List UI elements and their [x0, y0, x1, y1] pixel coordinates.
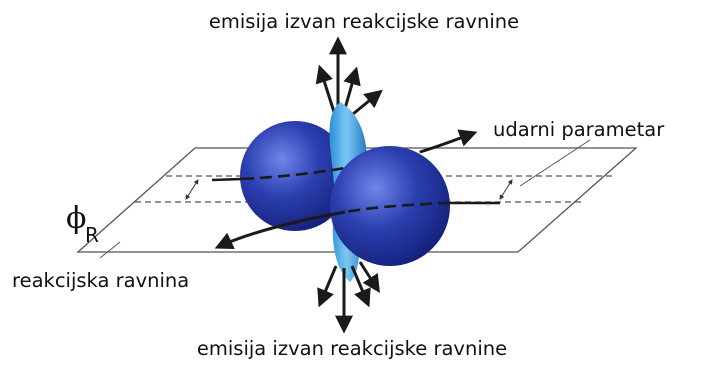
impact-parameter-arrow-left: [185, 179, 199, 200]
reaction-plane-leader-line: [99, 241, 121, 259]
trajectory-right-dashed: [344, 201, 451, 214]
trajectory-left-solid: [211, 177, 243, 182]
top-emission-label: emisija izvan reakcijske ravnine: [209, 10, 519, 33]
trajectory-left-dashed: [241, 150, 421, 181]
phi-subscript: R: [85, 223, 99, 247]
nucleus-left: [240, 121, 350, 231]
impact-parameter-arrow-right: [499, 179, 513, 200]
impact-parameter-label: udarni parametar: [493, 118, 665, 141]
emission-arrows-bottom: [317, 261, 380, 334]
impact-parameter-leader-line: [519, 139, 591, 187]
trajectory-right-outgoing-arrow: [214, 210, 346, 250]
phi-symbol: ϕ: [66, 201, 86, 236]
trajectory-left-outgoing-arrow: [419, 129, 478, 154]
reaction-plane: [76, 147, 638, 253]
reaction-plane-label: reakcijska ravnina: [12, 269, 189, 292]
bottom-emission-label: emisija izvan reakcijske ravnine: [197, 337, 507, 360]
emission-arrows-top: [315, 36, 383, 120]
